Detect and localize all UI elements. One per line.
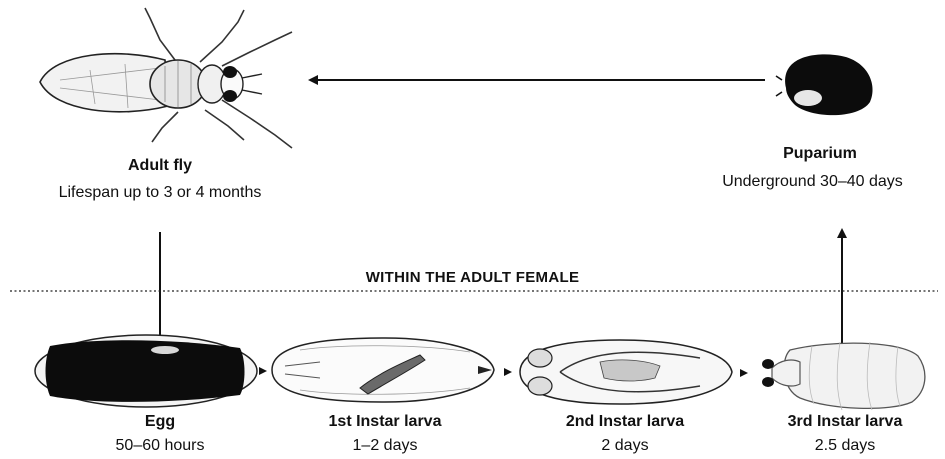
arrow-second-to-third-instar [740,369,748,377]
egg-duration: 50–60 hours [60,437,260,455]
zone-label: WITHIN THE ADULT FEMALE [0,269,945,286]
arrow-egg-to-first-instar [259,367,267,375]
third-instar-name: 3rd Instar larva [745,413,945,431]
adult-fly-illustration [40,8,292,148]
third-instar-duration: 2.5 days [745,437,945,455]
second-instar-duration: 2 days [525,437,725,455]
first-instar-duration: 1–2 days [285,437,485,455]
third-instar-larva-illustration [762,342,925,410]
puparium-name: Puparium [700,145,940,163]
second-instar-larva-illustration [520,340,732,404]
first-instar-name: 1st Instar larva [285,413,485,431]
adult-fly-name: Adult fly [20,157,300,175]
egg-illustration [35,335,257,407]
second-instar-name: 2nd Instar larva [525,413,725,431]
first-instar-larva-illustration [272,338,494,402]
adult-fly-duration: Lifespan up to 3 or 4 months [0,184,320,202]
puparium-illustration [776,54,873,115]
egg-name: Egg [60,413,260,431]
arrow-first-to-second-instar [504,368,512,376]
puparium-duration: Underground 30–40 days [680,173,945,191]
